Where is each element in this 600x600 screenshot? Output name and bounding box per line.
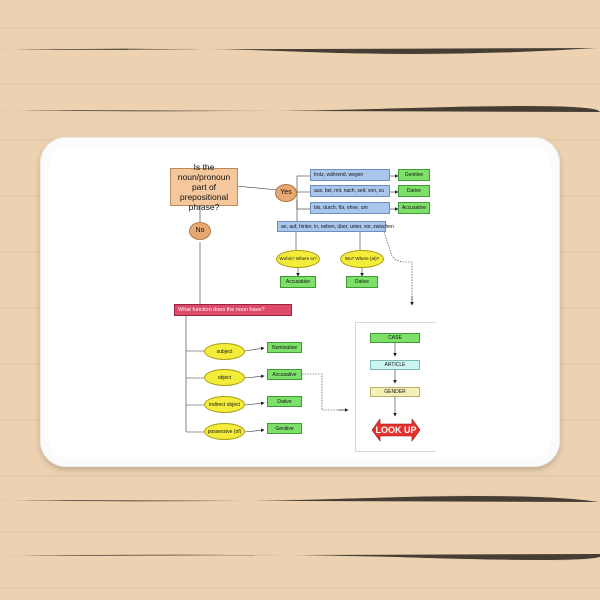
wo-dative-box: Dative [346, 276, 378, 288]
wohin-oval: Wohin? Where to? [276, 250, 320, 268]
yes-circle: Yes [275, 184, 297, 202]
no-label: No [195, 227, 205, 234]
dative-prepositions-text: aus, bei, mit, nach, seit, von, zu [314, 188, 385, 194]
question-to-yes-line [235, 185, 279, 191]
function-dative-case-text: Dative [277, 398, 292, 405]
wohin-accusative-text: Accusative [285, 279, 311, 285]
look-up-double-arrow [371, 418, 421, 442]
function-genitive-case-box: Genitive [267, 423, 302, 434]
function-accusative-case-text: Accusative [272, 371, 297, 378]
genitive-case-box: Genitive [398, 169, 430, 181]
look-up-label: LOOK UP [375, 424, 417, 436]
possessive-text: possessive (of) [207, 428, 242, 435]
lookup-article-box: ARTICLE [370, 360, 420, 370]
question-text: Is the noun/pronoun part of prepositiona… [177, 162, 231, 212]
lookup-case-box: CASE [370, 333, 420, 343]
yes-label: Yes [280, 189, 292, 196]
accusative-prepositions-text: bis, durch, für, ohne, um [314, 205, 368, 211]
function-oval-object: object [204, 369, 245, 386]
dative-case-box: Dative [398, 185, 430, 197]
wohin-accusative-box: Accusative [280, 276, 316, 288]
lookup-case-text: CASE [388, 335, 402, 341]
object-text: object [217, 374, 232, 381]
wo-oval: Wo? Where (at)? [340, 250, 384, 268]
function-oval-possessive: possessive (of) [204, 423, 245, 440]
genitive-case-text: Genitive [404, 172, 424, 178]
accusative-prepositions-box: bis, durch, für, ohne, um [310, 202, 390, 214]
genitive-prepositions-text: trotz, während, wegen [314, 172, 364, 178]
nominative-case-text: Nominative [271, 344, 297, 351]
function-oval-indirect-object: indirect object [204, 396, 245, 413]
accusative-case-text: Accusative [401, 205, 427, 211]
indirect-object-text: indirect object [209, 401, 240, 408]
wo-text: Wo? Where (at)? [344, 256, 380, 261]
no-circle: No [189, 222, 211, 240]
look-up-panel [355, 322, 436, 452]
genitive-prepositions-box: trotz, während, wegen [310, 169, 390, 181]
nominative-case-box: Nominative [267, 342, 302, 353]
wo-dative-text: Dative [354, 279, 370, 285]
two-way-prepositions-text: an, auf, hinter, in, neben, über, unter,… [281, 223, 394, 230]
dative-case-text: Dative [406, 188, 422, 194]
lookup-article-text: ARTICLE [384, 362, 406, 368]
lookup-gender-text: GENDER [384, 389, 406, 395]
subject-text: subject [216, 348, 233, 355]
dative-prepositions-box: aus, bei, mit, nach, seit, von, zu [310, 185, 390, 197]
function-oval-subject: subject [204, 343, 245, 360]
function-genitive-case-text: Genitive [275, 425, 294, 432]
look-up-text: LOOK UP [375, 425, 417, 435]
function-dative-case-box: Dative [267, 396, 302, 407]
function-question-text: What function does the noun have? [178, 307, 265, 313]
accusative-case-box: Accusative [398, 202, 430, 214]
lookup-gender-box: GENDER [370, 387, 420, 397]
prepositional-phrase-question-box: Is the noun/pronoun part of prepositiona… [170, 162, 238, 212]
function-accusative-case-box: Accusative [267, 369, 302, 380]
wohin-text: Wohin? Where to? [279, 256, 317, 261]
two-way-prepositions-box: an, auf, hinter, in, neben, über, unter,… [277, 221, 394, 232]
function-question-bar: What function does the noun have? [174, 304, 292, 316]
